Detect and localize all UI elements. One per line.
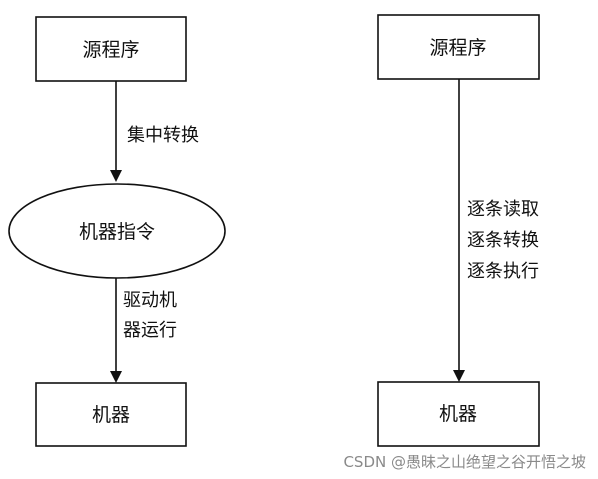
- right-edge-label-line-1: 逐条读取: [467, 199, 539, 220]
- right-flow: 源程序 逐条读取 逐条转换 逐条执行 机器: [377, 14, 540, 447]
- left-middle-label: 机器指令: [79, 221, 155, 243]
- right-source-box: [377, 14, 540, 80]
- right-target-box: [377, 381, 540, 447]
- right-source-label: 源程序: [429, 37, 486, 59]
- watermark-text: CSDN @愚昧之山绝望之谷开悟之坡: [343, 453, 586, 471]
- left-flow: 源程序 集中转换 机器指令 驱动机 器运行 机器: [8, 16, 226, 447]
- left-source-box: [35, 16, 187, 82]
- right-edge-label-line-3: 逐条执行: [467, 261, 539, 282]
- right-arrow-head: [453, 370, 465, 382]
- right-edge-label-line-2: 逐条转换: [467, 230, 539, 251]
- left-edge-2-label-line-1: 驱动机: [123, 290, 177, 311]
- right-target-label: 机器: [439, 403, 477, 425]
- left-arrow-2-head: [110, 371, 122, 383]
- left-edge-2-label-line-2: 器运行: [123, 320, 177, 341]
- left-source-label: 源程序: [82, 39, 139, 61]
- left-edge-1-label: 集中转换: [127, 125, 199, 146]
- left-arrow-1-head: [110, 170, 122, 182]
- left-target-label: 机器: [92, 404, 130, 426]
- left-target-box: [35, 382, 187, 447]
- left-middle-ellipse: [8, 183, 226, 279]
